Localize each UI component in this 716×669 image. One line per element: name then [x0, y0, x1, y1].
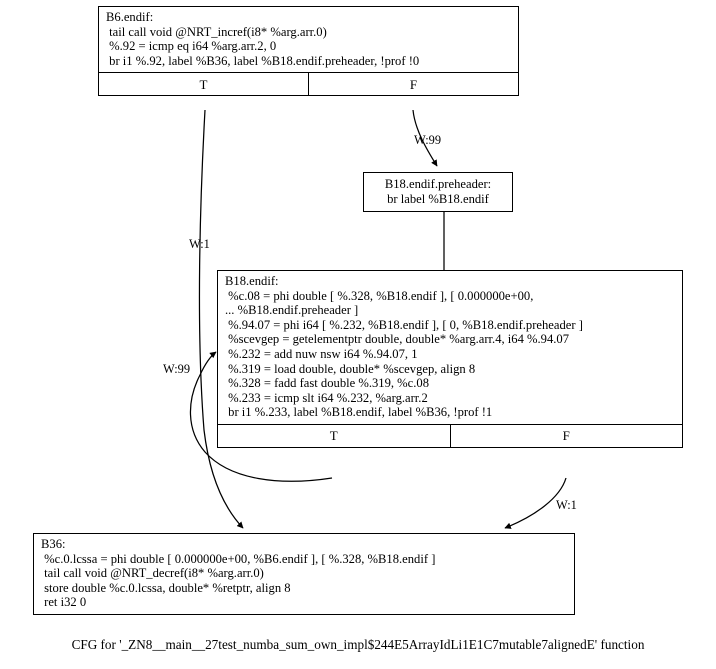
node-b36-text: B36: %c.0.lcssa = phi double [ 0.000000e…: [41, 537, 436, 610]
node-b18-endif-ports: T F: [218, 423, 682, 447]
edge-label-b18-true-backedge: W:99: [163, 362, 191, 376]
node-b6-endif-port-false[interactable]: F: [409, 76, 418, 92]
node-b36[interactable]: B36: %c.0.lcssa = phi double [ 0.000000e…: [33, 533, 575, 615]
edge-label-b6-true-to-b36: W:1: [189, 237, 210, 251]
node-b18-endif[interactable]: B18.endif: %c.08 = phi double [ %.328, %…: [217, 270, 683, 448]
node-b6-endif-text: B6.endif: tail call void @NRT_incref(i8*…: [106, 10, 420, 68]
node-b18-endif-text: B18.endif: %c.08 = phi double [ %.328, %…: [225, 274, 583, 420]
edge-label-b6-false-to-preheader: W:99: [414, 133, 442, 147]
edge-label-b18-false-to-b36: W:1: [556, 498, 577, 512]
graph-caption: CFG for '_ZN8__main__27test_numba_sum_ow…: [71, 637, 645, 652]
node-b6-endif[interactable]: B6.endif: tail call void @NRT_incref(i8*…: [98, 6, 519, 97]
node-b18-endif-preheader[interactable]: B18.endif.preheader: br label %B18.endif: [363, 172, 513, 213]
node-b18-endif-preheader-text: B18.endif.preheader: br label %B18.endif: [384, 177, 492, 206]
node-b18-endif-port-false[interactable]: F: [562, 428, 570, 444]
node-b6-endif-port-true[interactable]: T: [99, 73, 309, 96]
node-b6-endif-ports: T F: [99, 72, 518, 96]
node-b18-endif-port-true[interactable]: T: [218, 424, 451, 447]
